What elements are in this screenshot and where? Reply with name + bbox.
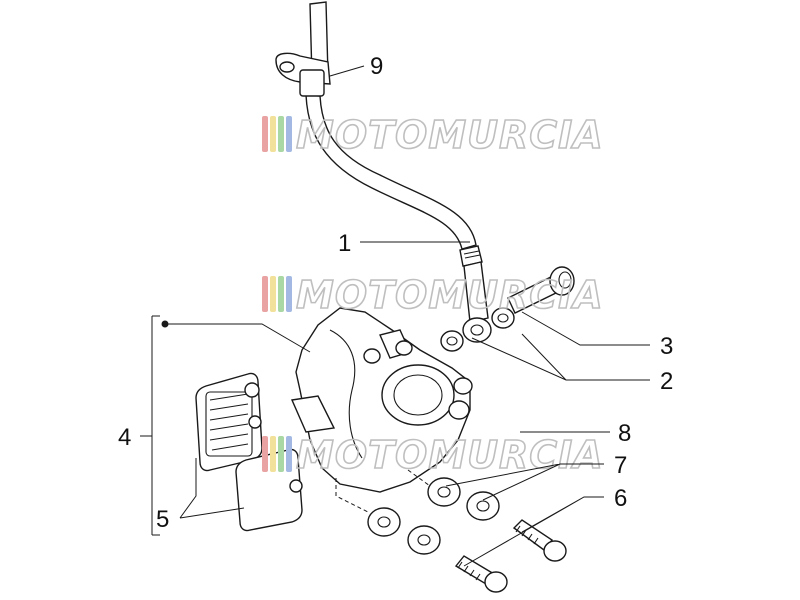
leader-line-9: [329, 65, 365, 77]
leader-lines: [140, 65, 650, 567]
caliper-screw-lower: [454, 555, 508, 593]
leader-line-2: [471, 333, 650, 381]
watermark-text: MOTOMURCIA: [296, 273, 604, 317]
callout-9: 9: [370, 53, 383, 80]
brake-pad-front: [195, 372, 263, 472]
leader-dot-4: [161, 320, 169, 328]
watermark-text: MOTOMURCIA: [296, 433, 604, 477]
callout-7: 7: [614, 452, 627, 479]
watermark-logo: MOTOMURCIA: [262, 112, 604, 158]
leader-line-6: [463, 496, 604, 567]
caliper-screw-upper: [512, 519, 567, 562]
caliper-washers: [367, 477, 500, 555]
bleed-valve: [379, 329, 413, 359]
copper-washers: [440, 307, 515, 352]
watermark-text: MOTOMURCIA: [296, 113, 604, 157]
callout-1: 1: [338, 230, 351, 257]
leader-line-7: [445, 463, 604, 501]
hose-holder-bracket: [275, 52, 331, 97]
callout-8: 8: [618, 420, 631, 447]
leader-line-3: [521, 311, 650, 346]
caliper-body: [290, 307, 473, 493]
assembly-guide-lines: [335, 469, 431, 513]
callout-5: 5: [156, 506, 169, 533]
callouts: 9 1 3 2 8 7 6 4 5: [118, 53, 673, 533]
callout-6: 6: [614, 485, 627, 512]
callout-3: 3: [660, 333, 673, 360]
banjo-fitting: [462, 317, 492, 343]
watermark-logo: MOTOMURCIA: [262, 432, 604, 478]
callout-2: 2: [660, 368, 673, 395]
brake-pad-rear: [235, 448, 303, 532]
callout-4: 4: [118, 424, 131, 451]
leader-line-4: [140, 315, 160, 536]
leader-line-5: [179, 458, 245, 519]
watermark-logo: MOTOMURCIA: [262, 272, 604, 318]
banjo-bolt: [507, 266, 575, 314]
